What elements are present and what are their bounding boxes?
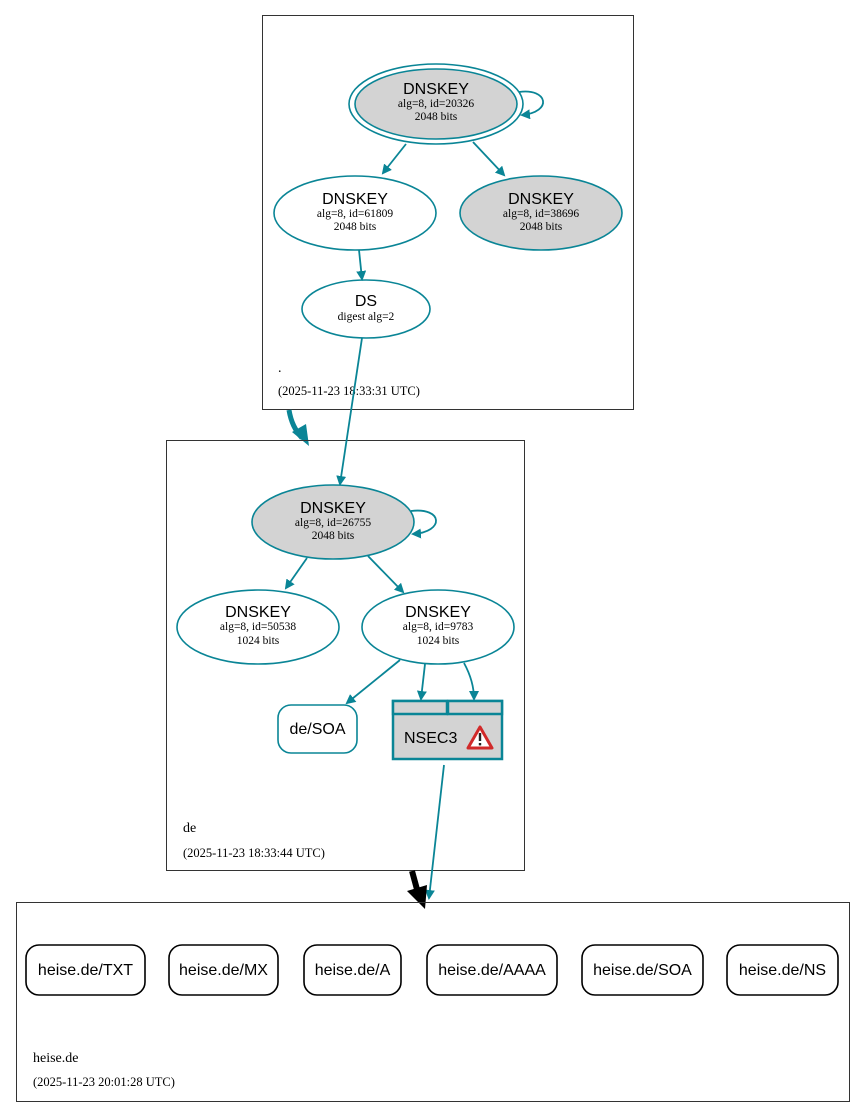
node-alg-id: alg=8, id=26755 — [295, 517, 371, 529]
dnskey-node-root-zsk-38696[interactable]: DNSKEY alg=8, id=38696 2048 bits — [459, 175, 623, 251]
dnskey-node-root-ksk[interactable]: DNSKEY alg=8, id=20326 2048 bits — [348, 63, 524, 145]
node-alg-id: alg=8, id=61809 — [317, 208, 393, 220]
node-bits: 1024 bits — [237, 635, 280, 647]
zone-label-heise: heise.de — [33, 1051, 78, 1066]
rrset-node-heise-a[interactable]: heise.de/A — [303, 944, 402, 996]
node-title: DNSKEY — [403, 81, 469, 98]
dnskey-node-de-zsk-9783[interactable]: DNSKEY alg=8, id=9783 1024 bits — [361, 589, 515, 665]
node-bits: 1024 bits — [417, 635, 460, 647]
node-title: DNSKEY — [225, 604, 291, 621]
nsec3-node[interactable]: NSEC3 — [391, 699, 504, 761]
rrset-node-heise-txt[interactable]: heise.de/TXT — [25, 944, 146, 996]
zone-cluster-heise — [16, 902, 850, 1102]
node-bits: 2048 bits — [334, 221, 377, 233]
zone-label-root: . — [278, 361, 282, 376]
zone-timestamp-de: (2025-11-23 18:33:44 UTC) — [183, 846, 325, 860]
node-title: de/SOA — [289, 721, 345, 738]
rrset-node-heise-aaaa[interactable]: heise.de/AAAA — [426, 944, 558, 996]
edge-zsk1-to-ds — [356, 249, 367, 281]
record-label: heise.de/SOA — [593, 962, 692, 979]
zone-label-de: de — [183, 821, 196, 836]
warning-icon — [466, 725, 494, 750]
rrset-node-heise-mx[interactable]: heise.de/MX — [168, 944, 279, 996]
zone-cluster-de — [166, 440, 525, 871]
node-bits: 2048 bits — [312, 530, 355, 542]
node-digest-alg: digest alg=2 — [338, 311, 395, 323]
node-alg-id: alg=8, id=38696 — [503, 208, 579, 220]
edge-root-ksk-to-zsk1 — [381, 143, 407, 175]
edge-root-ksk-to-zsk2 — [472, 141, 506, 177]
node-title: DNSKEY — [300, 500, 366, 517]
rrset-node-de-soa[interactable]: de/SOA — [277, 704, 358, 754]
rrset-node-heise-soa[interactable]: heise.de/SOA — [581, 944, 704, 996]
record-label: heise.de/A — [315, 962, 391, 979]
edge-de-ksk-to-zsk1 — [284, 557, 308, 590]
edge-nsec3-to-heise — [424, 764, 445, 900]
node-title: NSEC3 — [404, 730, 457, 747]
node-bits: 2048 bits — [415, 111, 458, 123]
node-title: DNSKEY — [405, 604, 471, 621]
node-title: DNSKEY — [322, 191, 388, 208]
ds-node-de[interactable]: DS digest alg=2 — [301, 279, 431, 339]
node-alg-id: alg=8, id=9783 — [403, 621, 474, 633]
node-title: DNSKEY — [508, 191, 574, 208]
zone-timestamp-root: (2025-11-23 18:33:31 UTC) — [278, 384, 420, 398]
node-alg-id: alg=8, id=50538 — [220, 621, 296, 633]
record-label: heise.de/NS — [739, 962, 826, 979]
edge-zsk2-to-de-soa — [345, 659, 401, 705]
edge-self-root-ksk — [518, 90, 544, 120]
delegation-arrowhead-de-heise — [407, 885, 427, 909]
record-label: heise.de/TXT — [38, 962, 133, 979]
edge-zsk2-to-nsec3-a — [416, 663, 427, 701]
zone-cluster-root — [262, 15, 634, 410]
rrset-node-heise-ns[interactable]: heise.de/NS — [726, 944, 839, 996]
edge-zsk2-to-nsec3-b — [463, 662, 479, 701]
edge-de-ksk-to-zsk2 — [367, 555, 405, 594]
dnskey-node-de-zsk-50538[interactable]: DNSKEY alg=8, id=50538 1024 bits — [176, 589, 340, 665]
dnskey-node-root-zsk-61809[interactable]: DNSKEY alg=8, id=61809 2048 bits — [273, 175, 437, 251]
record-label: heise.de/AAAA — [438, 962, 546, 979]
record-label: heise.de/MX — [179, 962, 268, 979]
node-alg-id: alg=8, id=20326 — [398, 98, 474, 110]
dnskey-node-de-ksk[interactable]: DNSKEY alg=8, id=26755 2048 bits — [251, 484, 415, 560]
node-bits: 2048 bits — [520, 221, 563, 233]
node-title: DS — [355, 293, 377, 310]
edge-ds-to-de-ksk — [336, 337, 363, 486]
edge-self-de-ksk — [410, 509, 437, 539]
zone-timestamp-heise: (2025-11-23 20:01:28 UTC) — [33, 1075, 175, 1089]
